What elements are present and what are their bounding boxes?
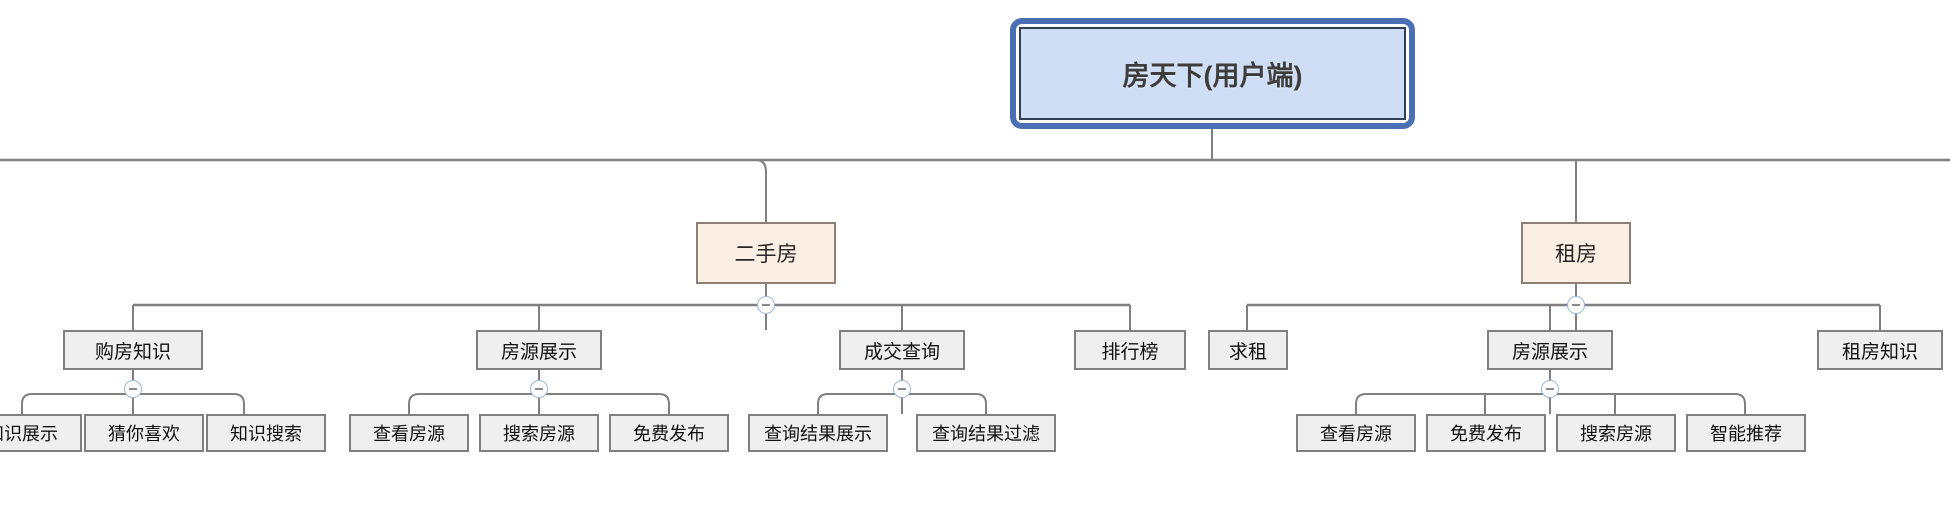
node-ershoufang[interactable]: 二手房 (696, 222, 836, 284)
node-chakanfangyuan-b[interactable]: 查看房源 (1296, 414, 1416, 452)
collapse-minus-icon-fangyuanzhanshi-a[interactable] (530, 380, 548, 398)
root-label: 房天下(用户端) (1019, 27, 1406, 120)
collapse-minus-icon-ershoufang[interactable] (757, 296, 775, 314)
node-sousuofangyuan-b[interactable]: 搜索房源 (1556, 414, 1676, 452)
node-paihangbang[interactable]: 排行榜 (1074, 330, 1186, 370)
node-chakanfangyuan-a[interactable]: 查看房源 (349, 414, 469, 452)
node-chaxunjieguozhanshi[interactable]: 查询结果展示 (748, 414, 888, 452)
node-mianfeifabu-a[interactable]: 免费发布 (609, 414, 729, 452)
collapse-minus-icon-chengjiaochaxun[interactable] (893, 380, 911, 398)
node-fangyuanzhanshi-a[interactable]: 房源展示 (476, 330, 602, 370)
collapse-minus-icon-zufang[interactable] (1567, 296, 1585, 314)
node-cainixihuan[interactable]: 猜你喜欢 (84, 414, 204, 452)
collapse-minus-icon-fangyuanzhanshi-b[interactable] (1541, 380, 1559, 398)
node-mianfeifabu-b[interactable]: 免费发布 (1426, 414, 1546, 452)
node-fangyuanzhanshi-b[interactable]: 房源展示 (1487, 330, 1613, 370)
node-zhinengtuijian[interactable]: 智能推荐 (1686, 414, 1806, 452)
node-goufangzhishi[interactable]: 购房知识 (63, 330, 203, 370)
node-zhishizhanshi[interactable]: 知识展示 (0, 414, 82, 452)
node-zufang[interactable]: 租房 (1521, 222, 1631, 284)
node-qiuzu[interactable]: 求租 (1208, 330, 1288, 370)
node-root[interactable]: 房天下(用户端) (1010, 18, 1415, 129)
node-chengjiaochaxun[interactable]: 成交查询 (839, 330, 965, 370)
node-zhishisousuo[interactable]: 知识搜索 (206, 414, 326, 452)
edge-to-ershoufang (755, 159, 767, 222)
node-zufangzhishi[interactable]: 租房知识 (1817, 330, 1943, 370)
node-chaxunjieguoguolv[interactable]: 查询结果过滤 (916, 414, 1056, 452)
collapse-minus-icon-goufangzhishi[interactable] (124, 380, 142, 398)
node-sousuofangyuan-a[interactable]: 搜索房源 (479, 414, 599, 452)
